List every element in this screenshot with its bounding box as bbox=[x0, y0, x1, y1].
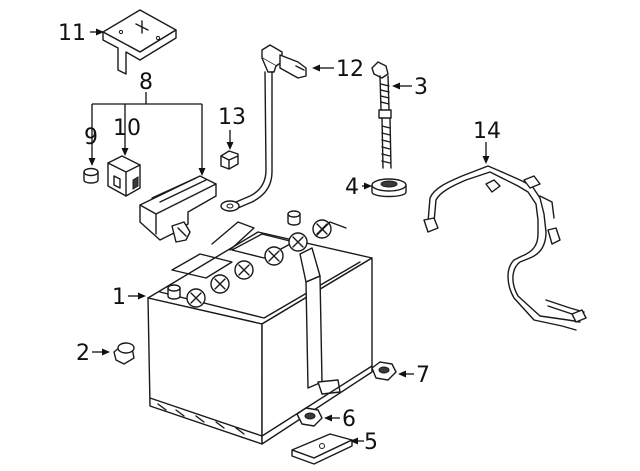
part-3-bolt[interactable] bbox=[371, 61, 392, 169]
part-10-sensor[interactable] bbox=[107, 155, 141, 197]
callout-7: 7 bbox=[416, 363, 430, 388]
part-1-battery[interactable] bbox=[147, 210, 373, 445]
part-5-clamp-plate[interactable] bbox=[291, 433, 353, 465]
part-12-terminal-cable[interactable] bbox=[220, 44, 307, 212]
callout-14: 14 bbox=[473, 119, 501, 144]
leader-lines bbox=[88, 28, 490, 445]
callout-12: 12 bbox=[336, 57, 364, 82]
callout-6: 6 bbox=[342, 407, 356, 432]
callout-5: 5 bbox=[364, 430, 378, 455]
part-11-bracket[interactable] bbox=[102, 9, 177, 75]
part-9-cap[interactable] bbox=[83, 167, 99, 184]
part-7-nut[interactable] bbox=[371, 361, 397, 381]
part-14-wiring-harness[interactable] bbox=[423, 165, 587, 331]
part-13-nut[interactable] bbox=[220, 150, 239, 170]
part-2-plug[interactable] bbox=[113, 342, 135, 365]
callout-10: 10 bbox=[113, 116, 141, 141]
callout-3: 3 bbox=[414, 75, 428, 100]
callout-labels: 11 8 9 10 13 12 3 4 14 1 2 7 6 5 bbox=[58, 21, 501, 455]
part-6-nut[interactable] bbox=[296, 407, 323, 427]
callout-11: 11 bbox=[58, 21, 86, 46]
part-8-cover-module[interactable] bbox=[139, 175, 217, 243]
battery-terminals bbox=[167, 210, 301, 300]
callout-13: 13 bbox=[218, 105, 246, 130]
callout-2: 2 bbox=[76, 341, 90, 366]
callout-1: 1 bbox=[112, 285, 126, 310]
callout-9: 9 bbox=[84, 125, 98, 150]
part-4-grommet[interactable] bbox=[371, 178, 407, 198]
callout-8: 8 bbox=[139, 70, 153, 95]
battery-vent-caps bbox=[186, 219, 332, 308]
callout-4: 4 bbox=[345, 175, 359, 200]
